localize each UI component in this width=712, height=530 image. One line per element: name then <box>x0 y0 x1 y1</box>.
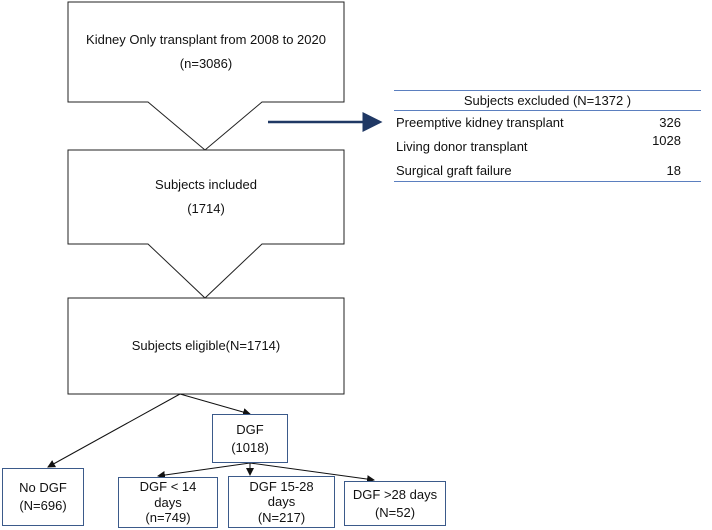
dgf-box: DGF (1018) <box>212 414 288 463</box>
excluded-row: Surgical graft failure 18 <box>394 159 701 182</box>
eligible-box-outline <box>67 297 345 395</box>
dgf14-box: DGF < 14 days (n=749) <box>118 477 218 528</box>
no-dgf-box-line1: No DGF <box>19 480 67 496</box>
eligible-box: Subjects eligible(N=1714) <box>68 298 344 394</box>
included-box-outline <box>67 149 345 299</box>
no-dgf-box-line2: (N=696) <box>19 498 67 513</box>
top-box: Kidney Only transplant from 2008 to 2020… <box>68 2 344 102</box>
top-box-line2: (n=3086) <box>179 56 233 71</box>
top-box-outline <box>67 1 345 151</box>
excluded-label: Living donor transplant <box>396 139 528 154</box>
excluded-value: 1028 <box>652 133 681 148</box>
excluded-label: Surgical graft failure <box>396 162 512 178</box>
excluded-title: Subjects excluded (N=1372 ) <box>394 90 701 111</box>
dgf28-box: DGF >28 days (N=52) <box>344 481 446 526</box>
arrow-to-no-dgf <box>47 393 181 468</box>
dgf28-box-line1: DGF >28 days <box>352 486 438 502</box>
top-box-line1: Kidney Only transplant from 2008 to 2020 <box>86 32 326 48</box>
dgf14-box-line3: (n=749) <box>145 510 191 526</box>
arrow-to-dgf14 <box>157 462 251 479</box>
arrow-to-dgf <box>179 393 251 416</box>
dgf14-box-line1: DGF < 14 <box>139 479 197 495</box>
dgf15-box: DGF 15-28 days (N=217) <box>228 476 335 528</box>
dgf14-box-line2: days <box>154 494 182 510</box>
dgf28-box-line2: (N=52) <box>374 504 416 520</box>
dgf-box-line2: (1018) <box>231 439 269 455</box>
excluded-value: 326 <box>659 114 681 130</box>
included-box-line2: (1714) <box>187 201 225 216</box>
excluded-row: Preemptive kidney transplant 326 <box>394 111 701 133</box>
included-box-line1: Subjects included <box>155 177 257 193</box>
excluded-table: Subjects excluded (N=1372 ) Preemptive k… <box>394 90 701 182</box>
no-dgf-box: No DGF (N=696) <box>2 468 84 526</box>
arrow-to-dgf28 <box>249 462 375 484</box>
excluded-row: Living donor transplant 1028 <box>394 133 701 159</box>
dgf-box-line1: DGF <box>236 421 264 437</box>
excluded-label: Preemptive kidney transplant <box>396 114 564 130</box>
eligible-box-line1: Subjects eligible(N=1714) <box>131 338 281 354</box>
dgf15-box-line3: (N=217) <box>257 509 306 525</box>
included-box: Subjects included (1714) <box>68 150 344 244</box>
dgf15-box-line1: DGF 15-28 <box>249 478 314 494</box>
excluded-value: 18 <box>666 162 681 178</box>
dgf15-box-line2: days <box>267 494 296 510</box>
